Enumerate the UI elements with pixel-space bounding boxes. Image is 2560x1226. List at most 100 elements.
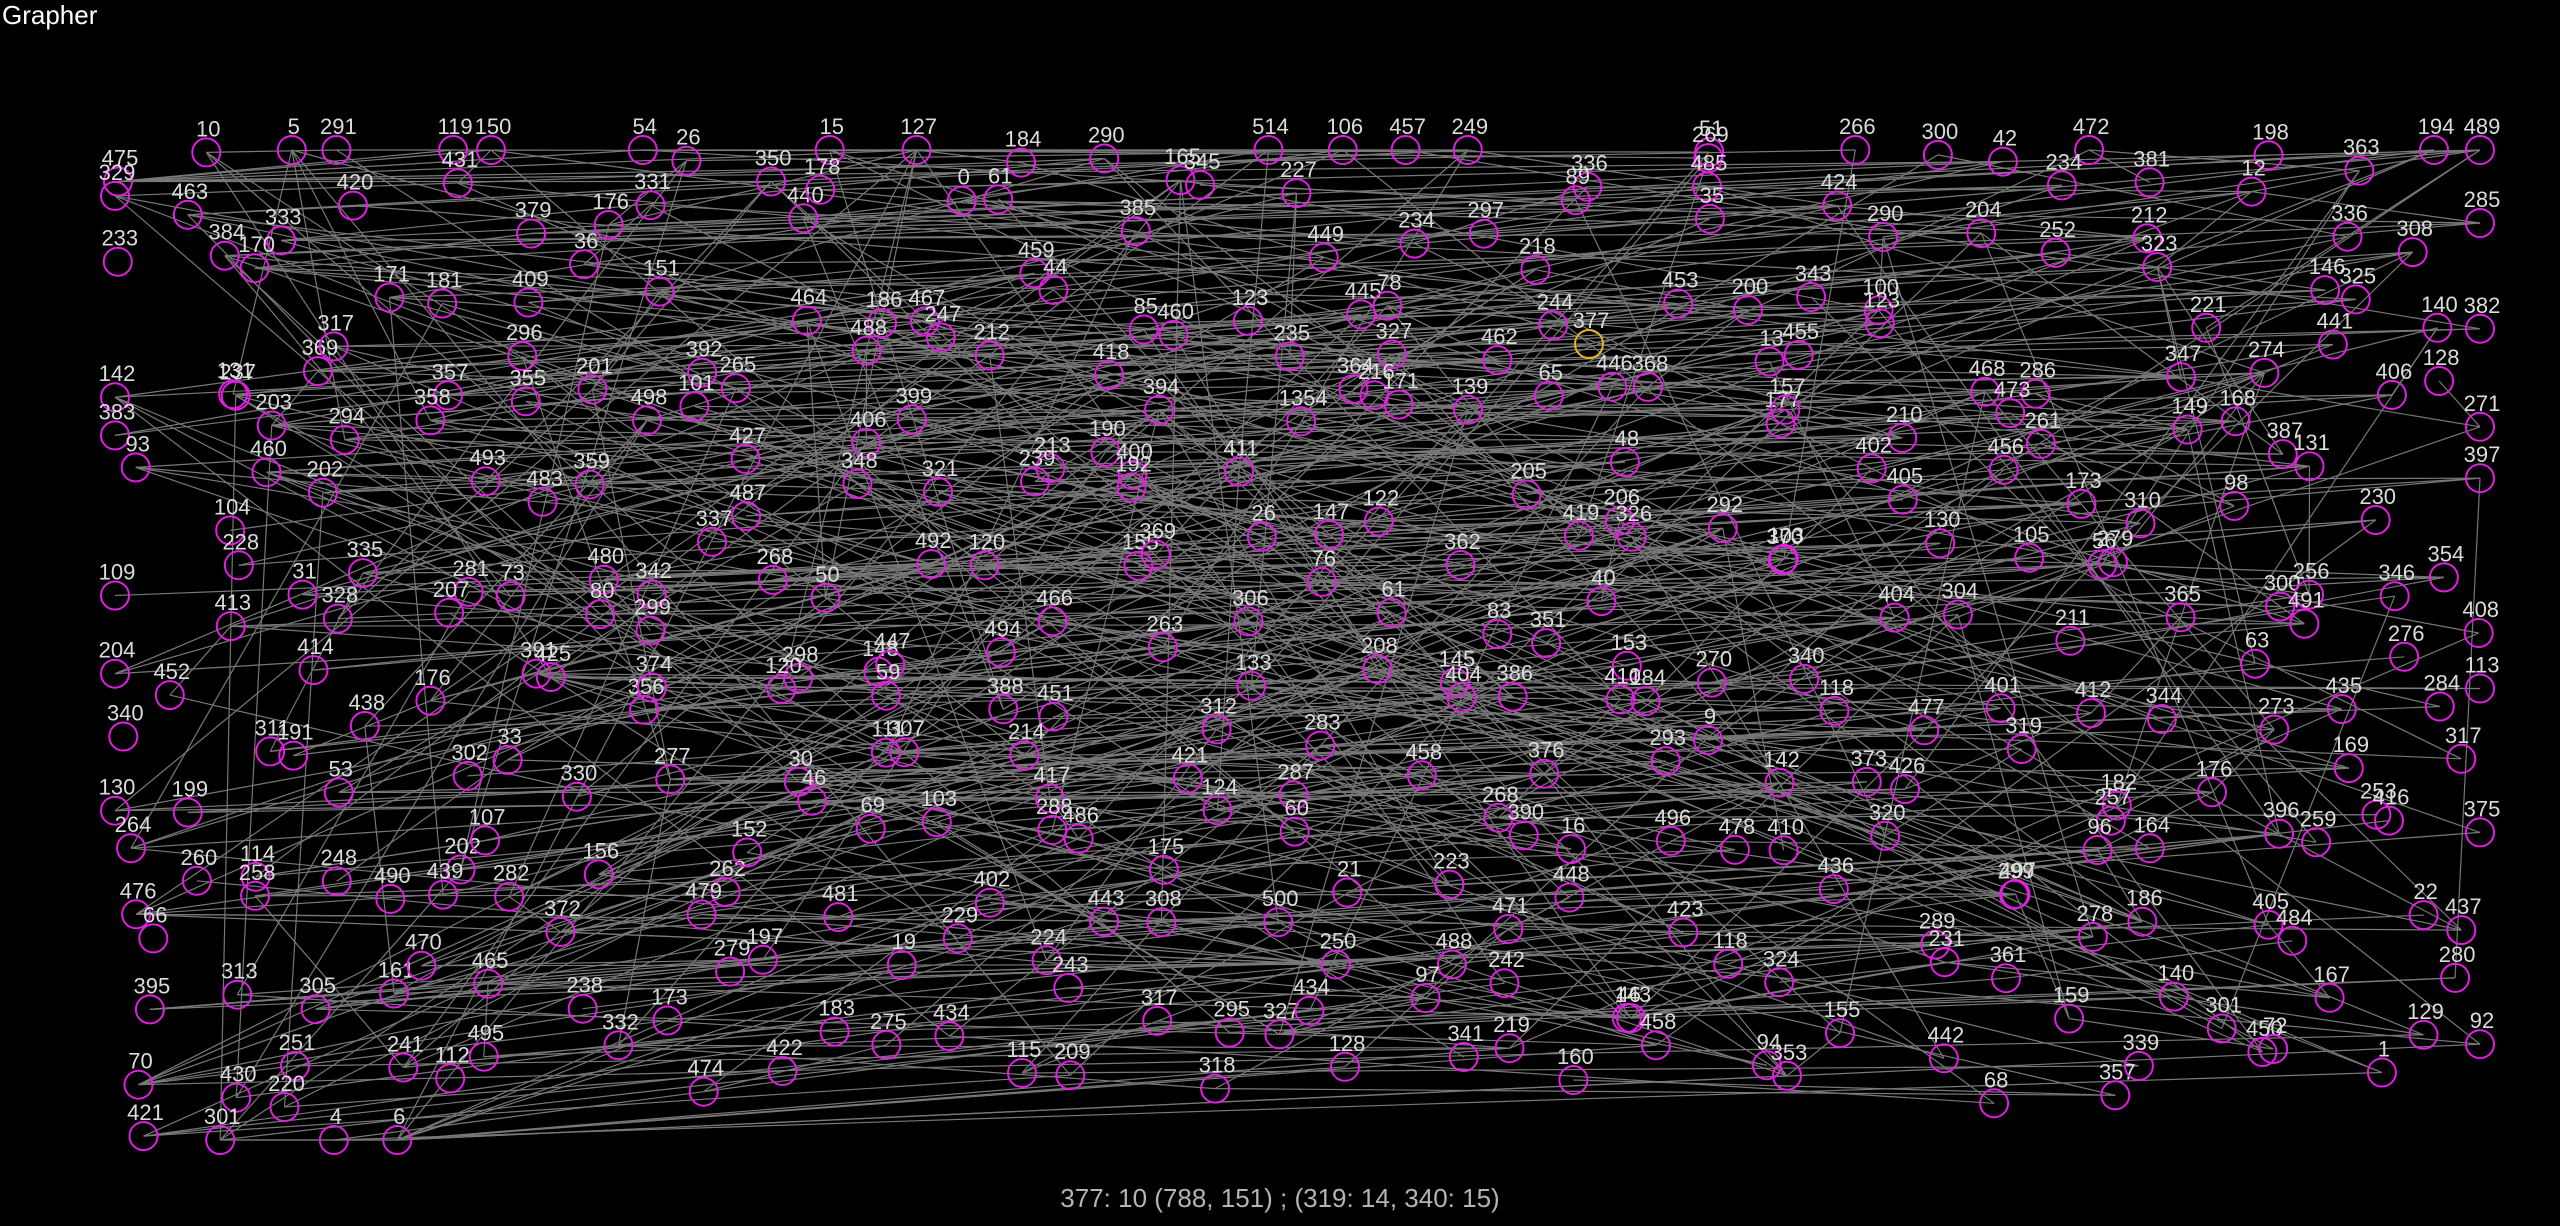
node-circle[interactable]: [2258, 1034, 2289, 1064]
node-circle[interactable]: [1120, 216, 1151, 247]
graph-node[interactable]: 248: [320, 845, 357, 897]
graph-node[interactable]: 441: [2317, 309, 2354, 360]
node-circle[interactable]: [1372, 290, 1403, 321]
node-circle[interactable]: [123, 1069, 154, 1100]
node-circle[interactable]: [889, 737, 920, 768]
node-circle[interactable]: [1966, 218, 1997, 249]
graph-node[interactable]: 304: [1942, 579, 1979, 630]
node-circle[interactable]: [1263, 907, 1294, 938]
node-circle[interactable]: [1494, 1033, 1525, 1064]
node-circle[interactable]: [974, 887, 1005, 918]
graph-node[interactable]: 273: [2258, 694, 2295, 745]
graph-node[interactable]: 16: [1556, 813, 1587, 865]
graph-node[interactable]: 184: [1005, 127, 1042, 178]
node-circle[interactable]: [2249, 357, 2280, 388]
graph-node[interactable]: 458: [1640, 1009, 1677, 1061]
node-circle[interactable]: [1863, 295, 1894, 326]
node-circle[interactable]: [445, 854, 476, 885]
node-circle[interactable]: [756, 166, 787, 197]
node-circle[interactable]: [1165, 165, 1196, 196]
graph-node[interactable]: 10: [191, 116, 222, 168]
node-circle[interactable]: [767, 1056, 798, 1086]
node-circle[interactable]: [730, 443, 761, 474]
node-circle[interactable]: [1399, 228, 1430, 259]
graph-node[interactable]: 353: [1771, 1040, 1808, 1091]
node-circle[interactable]: [636, 579, 667, 610]
node-circle[interactable]: [1870, 820, 1901, 851]
graph-node[interactable]: 317: [317, 310, 354, 362]
node-circle[interactable]: [942, 923, 973, 954]
node-circle[interactable]: [1732, 295, 1763, 325]
node-circle[interactable]: [1038, 701, 1069, 732]
node-circle[interactable]: [1246, 521, 1277, 552]
node-circle[interactable]: [2220, 406, 2251, 437]
graph-node[interactable]: 284: [2423, 671, 2460, 722]
node-circle[interactable]: [969, 550, 1000, 581]
graph-node[interactable]: 270: [1695, 647, 1732, 698]
node-circle[interactable]: [1055, 1060, 1086, 1091]
graph-node[interactable]: 269: [1692, 122, 1729, 174]
graph-node[interactable]: 21: [1332, 857, 1363, 908]
graph-node[interactable]: 173: [2065, 468, 2102, 519]
node-circle[interactable]: [988, 694, 1019, 725]
node-circle[interactable]: [329, 424, 360, 455]
node-circle[interactable]: [627, 135, 658, 165]
node-circle[interactable]: [925, 322, 956, 353]
graph-node[interactable]: 472: [2073, 114, 2110, 165]
graph-node[interactable]: 219: [1493, 1012, 1530, 1064]
node-circle[interactable]: [1611, 650, 1642, 681]
graph-node[interactable]: 190: [1089, 416, 1126, 467]
graph-node[interactable]: 262: [709, 856, 746, 908]
node-circle[interactable]: [1434, 869, 1465, 900]
graph-node[interactable]: 200: [1732, 274, 1769, 325]
graph-node[interactable]: 76: [1306, 546, 1337, 597]
graph-node[interactable]: 394: [1143, 374, 1180, 425]
graph-node[interactable]: 175: [1148, 834, 1185, 885]
node-circle[interactable]: [783, 662, 814, 693]
graph-node[interactable]: 311: [255, 715, 290, 767]
node-circle[interactable]: [1765, 408, 1796, 439]
node-circle[interactable]: [1818, 874, 1849, 905]
node-circle[interactable]: [577, 374, 608, 405]
graph-node[interactable]: 22: [2408, 879, 2439, 931]
graph-node[interactable]: 450: [2246, 1016, 2283, 1067]
node-circle[interactable]: [588, 564, 619, 595]
node-circle[interactable]: [223, 550, 254, 581]
graph-node[interactable]: 288: [1036, 794, 1073, 845]
graph-node[interactable]: 123: [1863, 287, 1900, 339]
node-circle[interactable]: [1233, 305, 1263, 336]
graph-node[interactable]: 386: [1496, 661, 1533, 712]
graph-node[interactable]: 266: [1839, 114, 1876, 165]
graph-node[interactable]: 199: [171, 777, 208, 828]
graph-node[interactable]: 317: [2445, 723, 2482, 774]
graph-node[interactable]: 500: [1262, 886, 1299, 938]
node-circle[interactable]: [2055, 625, 2086, 656]
graph-node[interactable]: 260: [181, 845, 218, 896]
node-circle[interactable]: [2054, 1003, 2085, 1034]
node-circle[interactable]: [1663, 288, 1694, 319]
node-circle[interactable]: [1031, 945, 1062, 976]
graph-node[interactable]: 326: [1615, 501, 1652, 552]
graph-node[interactable]: 369: [302, 335, 339, 387]
node-circle[interactable]: [382, 1125, 413, 1155]
graph-node[interactable]: 114: [240, 841, 275, 892]
graph-node[interactable]: 168: [2219, 385, 2256, 437]
node-circle[interactable]: [1751, 1050, 1782, 1081]
graph-node[interactable]: 68: [1979, 1067, 2010, 1119]
graph-node[interactable]: 206: [1603, 485, 1640, 536]
node-circle[interactable]: [100, 420, 130, 451]
graph-node[interactable]: 470: [405, 930, 442, 981]
node-circle[interactable]: [1362, 654, 1393, 685]
node-circle[interactable]: [1346, 299, 1377, 330]
graph-node[interactable]: 377: [1573, 308, 1610, 359]
node-circle[interactable]: [855, 813, 886, 844]
node-circle[interactable]: [134, 994, 165, 1025]
graph-node[interactable]: 46: [797, 765, 828, 816]
graph-node[interactable]: 343: [1795, 261, 1832, 312]
graph-node[interactable]: 198: [2252, 119, 2289, 171]
graph-node[interactable]: 404: [1445, 661, 1482, 713]
graph-node[interactable]: 425: [534, 641, 571, 692]
node-circle[interactable]: [100, 180, 130, 211]
node-circle[interactable]: [2366, 1057, 2397, 1088]
graph-node[interactable]: 249: [1451, 114, 1488, 165]
